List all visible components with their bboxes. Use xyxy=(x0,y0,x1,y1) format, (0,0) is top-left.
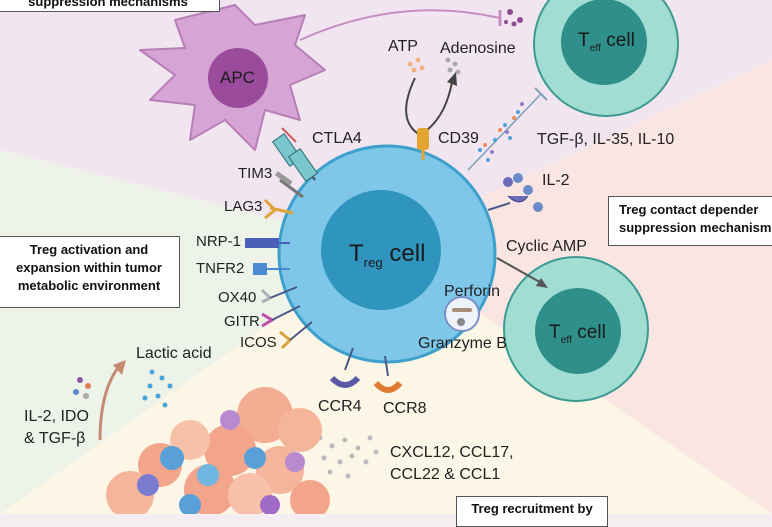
teff-cell-top xyxy=(533,0,679,117)
apc-cell xyxy=(139,4,326,151)
lactic-acid-dots xyxy=(142,369,173,408)
teff-cell-bottom xyxy=(503,256,649,402)
diagram-canvas xyxy=(0,0,772,514)
gitr-receptor xyxy=(261,305,301,328)
treg-activation-box: Treg activation and expansion within tum… xyxy=(0,236,180,308)
ccr8-receptor xyxy=(373,355,403,393)
perforin-label: Perforin xyxy=(444,283,501,300)
treg-recruitment-box: Treg recruitment by xyxy=(456,496,608,527)
chemokine-dots xyxy=(317,435,379,479)
treg-contact-box: Treg contact depender suppression mechan… xyxy=(608,196,772,246)
treg-cell xyxy=(277,144,497,364)
ctla4-receptor xyxy=(271,127,319,182)
cytokines-label: TGF-β, IL-35, IL-10 xyxy=(537,131,675,148)
nrp1-receptor xyxy=(245,238,290,248)
granzyme-label: Granzyme B xyxy=(418,335,507,352)
nrp1-label: NRP-1 xyxy=(196,233,242,250)
granzyme-granule xyxy=(444,296,480,332)
chemokines-label: CXCL12, CCL17, CCL22 & CCL1 xyxy=(390,444,514,483)
lag3-label: LAG3 xyxy=(224,198,263,215)
il2-label: IL-2 xyxy=(542,172,570,189)
tim3-receptor xyxy=(274,171,304,199)
atp-label: ATP xyxy=(388,38,418,55)
ox40-receptor xyxy=(260,286,298,304)
ox40-label: OX40 xyxy=(218,289,257,306)
tim3-label: TIM3 xyxy=(238,165,273,182)
tumor-cluster xyxy=(106,387,330,514)
adenosine-label: Adenosine xyxy=(440,40,516,57)
lactic-acid-arrowhead xyxy=(113,360,126,375)
il2-ido-label: IL-2, IDO & TGF-β xyxy=(24,408,89,447)
icos-receptor xyxy=(279,321,313,350)
apc-label: APC xyxy=(220,68,255,87)
suppression-mechanisms-box: suppression mechanisms xyxy=(0,0,220,12)
cd39-label: CD39 xyxy=(438,130,479,147)
atp-arrowhead xyxy=(447,72,457,86)
cyclic-amp-arrow xyxy=(496,257,546,286)
cytokine-stream xyxy=(467,87,548,171)
lag3-receptor xyxy=(263,198,294,220)
ccr8-label: CCR8 xyxy=(383,400,427,417)
il2-ido-dots xyxy=(73,377,91,399)
ccr4-label: CCR4 xyxy=(318,398,362,415)
tnfr2-label: TNFR2 xyxy=(196,260,245,277)
ctla4-label: CTLA4 xyxy=(312,130,362,147)
teff-bottom-label: Teff cell xyxy=(549,322,606,346)
cd39-receptor xyxy=(417,128,429,160)
icos-label: ICOS xyxy=(240,334,277,351)
ccr4-receptor xyxy=(329,347,361,388)
teff-top-label: Teff cell xyxy=(578,30,635,54)
tnfr2-receptor xyxy=(253,263,290,275)
cyclic-amp-label: Cyclic AMP xyxy=(506,238,587,255)
signal-dots-top xyxy=(504,9,523,27)
apc-suppression-arrow xyxy=(299,9,501,41)
lactic-acid-label: Lactic acid xyxy=(136,345,212,362)
adenosine-dots xyxy=(445,57,461,75)
atp-dots xyxy=(407,57,425,73)
treg-label: Treg cell xyxy=(349,240,426,270)
gitr-label: GITR xyxy=(224,313,260,330)
il2-receptor xyxy=(487,173,543,212)
lactic-acid-arrow xyxy=(98,364,122,441)
cyclic-amp-arrowhead xyxy=(536,278,548,288)
